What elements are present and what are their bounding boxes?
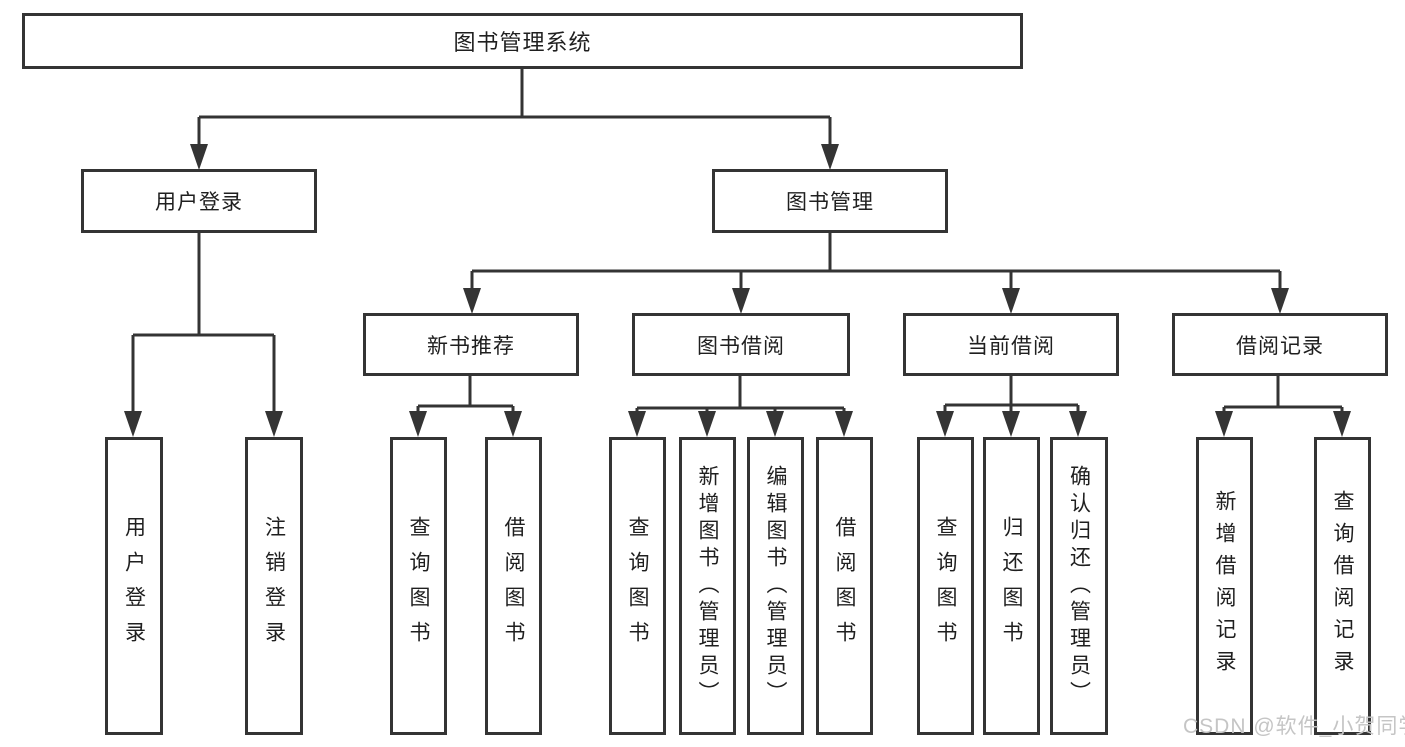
node-new-book-rec: 新书推荐 xyxy=(363,313,579,376)
node-rec-borrow-books: 借阅图书 xyxy=(485,437,542,735)
node-bb-add-books-admin: 新增图书（管理员） xyxy=(679,437,736,735)
arrow-down-icon xyxy=(504,411,522,437)
connector-book-mgmt-to-level3 xyxy=(463,232,1289,314)
node-rec-query-books-label: 查询图书 xyxy=(407,516,430,656)
node-cb-return-books: 归还图书 xyxy=(983,437,1040,735)
node-rec-query-books: 查询图书 xyxy=(390,437,447,735)
node-cb-query-books: 查询图书 xyxy=(917,437,974,735)
node-cb-query-books-label: 查询图书 xyxy=(934,516,957,656)
watermark: CSDN @软件_小贺同学 xyxy=(1183,715,1405,738)
arrow-down-icon xyxy=(409,411,427,437)
node-bb-edit-books-admin: 编辑图书（管理员） xyxy=(747,437,804,735)
node-br-query-record-label: 查询借阅记录 xyxy=(1331,490,1354,682)
arrow-down-icon xyxy=(821,144,839,170)
arrow-down-icon xyxy=(766,411,784,437)
node-bb-query-books: 查询图书 xyxy=(609,437,666,735)
node-root: 图书管理系统 xyxy=(22,13,1023,69)
node-br-add-record-label: 新增借阅记录 xyxy=(1213,490,1236,682)
connector-book-borrow-children xyxy=(628,376,853,437)
node-rec-borrow-books-label: 借阅图书 xyxy=(502,516,525,656)
node-bb-edit-books-admin-label: 编辑图书（管理员） xyxy=(764,464,787,708)
arrow-down-icon xyxy=(1271,288,1289,314)
node-br-add-record: 新增借阅记录 xyxy=(1196,437,1253,735)
connector-borrow-records-children xyxy=(1215,374,1351,437)
node-bb-borrow-books: 借阅图书 xyxy=(816,437,873,735)
arrow-down-icon xyxy=(1002,411,1020,437)
arrow-down-icon xyxy=(1069,411,1087,437)
node-root-label: 图书管理系统 xyxy=(453,30,592,55)
node-logout-label: 注销登录 xyxy=(262,516,286,656)
node-bb-borrow-books-label: 借阅图书 xyxy=(833,516,856,656)
connector-new-book-rec-children xyxy=(409,376,522,437)
arrow-down-icon xyxy=(265,411,283,437)
arrow-down-icon xyxy=(698,411,716,437)
arrow-down-icon xyxy=(732,288,750,314)
node-current-borrow: 当前借阅 xyxy=(903,313,1119,376)
connector-user-login-children xyxy=(124,232,283,437)
node-book-mgmt-label: 图书管理 xyxy=(786,191,874,214)
node-cb-confirm-return-admin-label: 确认归还（管理员） xyxy=(1067,464,1091,708)
arrow-down-icon xyxy=(1333,411,1351,437)
node-cb-confirm-return-admin: 确认归还（管理员） xyxy=(1050,437,1108,735)
node-book-mgmt: 图书管理 xyxy=(712,169,948,233)
arrow-down-icon xyxy=(936,411,954,437)
node-new-book-rec-label: 新书推荐 xyxy=(427,334,515,358)
node-borrow-records-label: 借阅记录 xyxy=(1236,334,1324,358)
node-user-login-label: 用户登录 xyxy=(155,191,243,214)
node-bb-query-books-label: 查询图书 xyxy=(626,516,649,656)
node-bb-add-books-admin-label: 新增图书（管理员） xyxy=(696,464,719,708)
arrow-down-icon xyxy=(124,411,142,437)
node-borrow-records: 借阅记录 xyxy=(1172,313,1388,376)
node-book-borrow: 图书借阅 xyxy=(632,313,850,376)
node-login-label: 用户登录 xyxy=(122,516,146,656)
node-book-borrow-label: 图书借阅 xyxy=(697,334,785,358)
connector-current-borrow-children xyxy=(936,376,1087,437)
arrow-down-icon xyxy=(1215,411,1233,437)
arrow-down-icon xyxy=(628,411,646,437)
arrow-down-icon xyxy=(1002,288,1020,314)
arrow-down-icon xyxy=(463,288,481,314)
node-logout: 注销登录 xyxy=(245,437,303,735)
arrow-down-icon xyxy=(835,411,853,437)
node-login: 用户登录 xyxy=(105,437,163,735)
node-user-login: 用户登录 xyxy=(81,169,317,233)
node-cb-return-books-label: 归还图书 xyxy=(1000,516,1023,656)
node-br-query-record: 查询借阅记录 xyxy=(1314,437,1371,735)
connector-root-to-level2 xyxy=(190,69,839,170)
node-current-borrow-label: 当前借阅 xyxy=(967,334,1055,358)
arrow-down-icon xyxy=(190,144,208,170)
